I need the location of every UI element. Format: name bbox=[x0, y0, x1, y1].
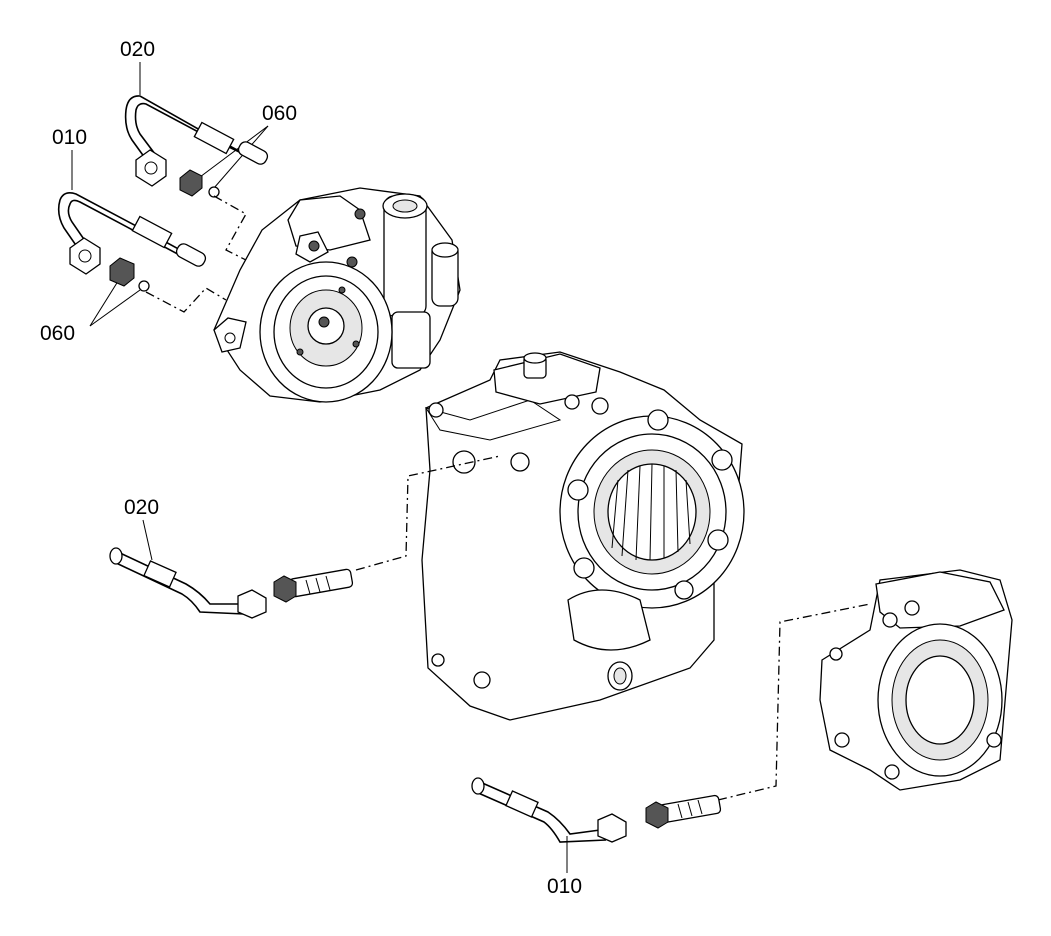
callout-020-top: 020 bbox=[120, 38, 155, 61]
banjo-bolt-middle bbox=[273, 568, 354, 603]
callout-060-upper: 060 bbox=[262, 102, 297, 125]
bearing-cover-housing bbox=[819, 569, 1013, 791]
assembly-line-middle bbox=[355, 455, 501, 571]
banjo-bolt-bottom bbox=[645, 794, 722, 829]
pump-assembly bbox=[213, 187, 461, 403]
pipe-010-upper bbox=[57, 192, 207, 275]
spline-teeth bbox=[611, 463, 691, 561]
seal-nut-060-upper bbox=[179, 169, 220, 198]
seal-nut-060-lower bbox=[109, 257, 150, 292]
pipe-020-middle bbox=[109, 547, 267, 619]
callout-020-middle: 020 bbox=[124, 496, 159, 519]
leader-lines bbox=[71, 62, 568, 873]
assembly-line-right bbox=[717, 603, 871, 801]
callout-010-top: 010 bbox=[52, 126, 87, 149]
pipe-020-upper bbox=[124, 95, 269, 187]
pipe-010-bottom bbox=[471, 777, 627, 843]
callout-010-bottom: 010 bbox=[547, 875, 582, 898]
transmission-housing bbox=[421, 351, 745, 721]
assembly-lines-upper bbox=[145, 195, 251, 313]
callout-060-lower: 060 bbox=[40, 322, 75, 345]
